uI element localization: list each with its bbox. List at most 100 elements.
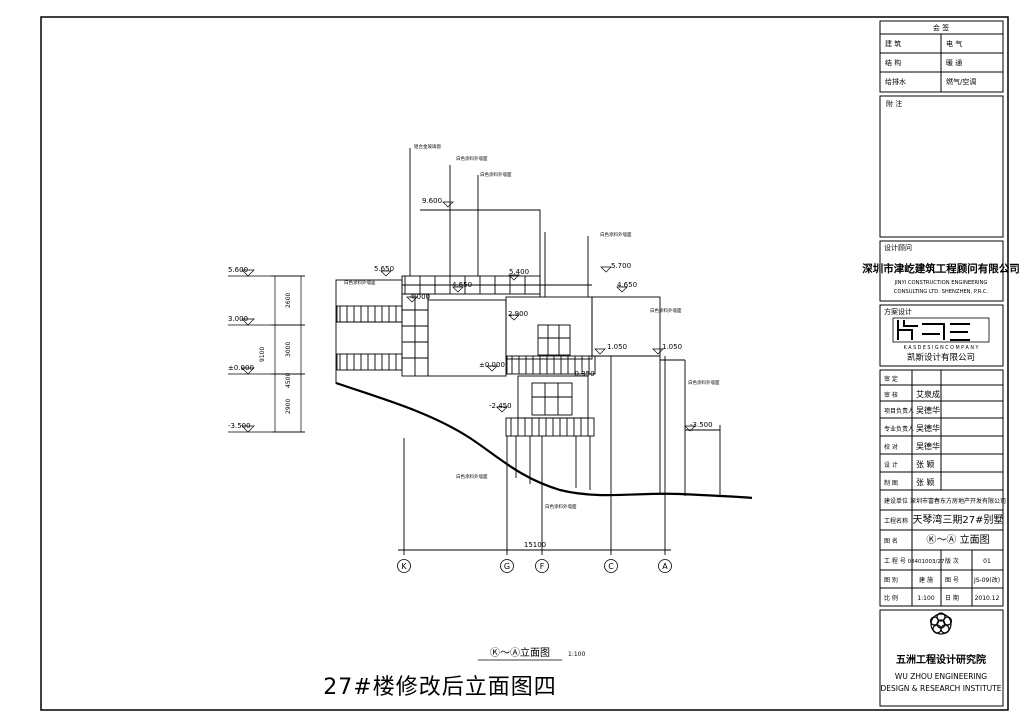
- sign-role-7: 制 图: [884, 479, 898, 487]
- dim-2900: 2900: [285, 399, 292, 414]
- client-name: 深圳市富春东方房地产开发有限公司: [910, 497, 1006, 505]
- scale-value: 1:100: [917, 595, 934, 602]
- title-block-text: 会 签 建 筑 电 气 结 构 暖 通 给排水 燃气/空调 附 注 设计顾问 深…: [862, 23, 1020, 693]
- project-name: 天琴湾三期27#别墅: [912, 513, 1003, 526]
- date-label: 日 期: [945, 594, 959, 602]
- axis-k: K: [401, 562, 407, 571]
- dwg-no-value: JS-09(改): [973, 576, 1000, 584]
- institute-en-1: WU ZHOU ENGINEERING: [895, 672, 987, 681]
- sign-name-5: 吴德华: [916, 441, 940, 451]
- level-5650: 5.650: [374, 265, 394, 273]
- drawing-name: Ⓚ～Ⓐ 立面图: [926, 533, 989, 546]
- project-label: 工程名称: [884, 517, 908, 525]
- dim-2600: 2600: [285, 293, 292, 308]
- sign-role-1: 审 定: [884, 375, 898, 383]
- dim-3000: 3000: [285, 342, 292, 357]
- scheme-label: 方案设计: [884, 307, 912, 316]
- note-paint-8: 白色涂料外墙面: [545, 503, 577, 510]
- kas-company-cn: 凯斯设计有限公司: [907, 352, 975, 363]
- note-glass-window: 铝合金玻璃窗: [414, 143, 441, 150]
- level-mid-0000: ±0.000: [479, 361, 505, 369]
- cs-plumbing: 给排水: [885, 77, 906, 86]
- kas-company-en: K A S D E S I G N C O M P A N Y: [904, 345, 979, 351]
- cs-electrical: 电 气: [946, 39, 962, 48]
- level-4650-a: 4.650: [452, 281, 472, 289]
- ground-line: [335, 381, 753, 500]
- job-no-label: 工 程 号: [884, 557, 906, 565]
- consultant-label: 设计顾问: [884, 243, 912, 252]
- sign-role-4: 专业负责人: [884, 425, 914, 433]
- level-0000: ±0.000: [228, 364, 254, 372]
- level-4000: 4.000: [410, 293, 430, 301]
- note-paint-4: 白色涂料外墙面: [344, 279, 376, 286]
- stage-value: 01: [983, 558, 991, 565]
- level-1050-a: 1.050: [607, 343, 627, 351]
- level-5700: 5.700: [611, 262, 631, 270]
- sign-name-2: 艾泉成: [916, 389, 940, 399]
- dim-total-9100: 9100: [259, 347, 266, 362]
- overall-dimension: 15100: [524, 541, 546, 549]
- drawing-name-label: 图 名: [884, 537, 898, 545]
- level-2900: 2.900: [508, 310, 528, 318]
- consultant-en-1: JINYI CONSTRUCTION ENGINEERING: [894, 280, 988, 286]
- stage-label: 版 次: [945, 557, 959, 565]
- kas-logo: [892, 317, 990, 343]
- category-label: 图 别: [884, 576, 898, 584]
- note-paint-7: 白色涂料外墙面: [456, 473, 488, 480]
- note-paint-6: 白色涂料外墙面: [688, 379, 720, 386]
- note-paint-5: 白色涂料外墙面: [650, 307, 682, 314]
- sign-name-6: 张 颖: [916, 459, 935, 469]
- axis-labels: K G F C A: [401, 562, 668, 571]
- consultant-en-2: CONSULTING LTD. SHENZHEN, P.R.C.: [894, 289, 989, 295]
- level-mid-minus-3500: -3.500: [690, 421, 713, 429]
- sign-name-7: 张 颖: [916, 477, 935, 487]
- mid-level-text: 9.600 5.650 5.400 5.700 4.650 4.650 4.00…: [374, 197, 713, 429]
- left-level-text: 5.600 3.000 ±0.000 -3.500 2600 3000 4500…: [228, 266, 292, 430]
- axis-c: C: [608, 562, 614, 571]
- countersign-heading: 会 签: [933, 23, 949, 32]
- view-label: Ⓚ～Ⓐ立面图: [490, 646, 550, 659]
- level-5600: 5.600: [228, 266, 248, 274]
- level-4650-b: 4.650: [617, 281, 637, 289]
- sign-name-3: 吴德华: [916, 405, 940, 415]
- cs-architecture: 建 筑: [885, 39, 901, 48]
- material-notes: 铝合金玻璃窗 白色涂料外墙面 白色涂料外墙面 白色涂料外墙面 白色涂料外墙面 白…: [344, 143, 720, 510]
- level-9600: 9.600: [422, 197, 442, 205]
- axis-bubbles: [397, 559, 672, 573]
- building-elevation: [335, 148, 721, 555]
- institute-en-2: DESIGN & RESEARCH INSTITUTE: [881, 684, 1002, 693]
- note-paint-2: 白色涂料外墙面: [480, 171, 512, 178]
- axis-f: F: [540, 562, 545, 571]
- sign-role-3: 项目负责人: [884, 407, 914, 415]
- page-title: 27#楼修改后立面图四: [323, 675, 557, 700]
- sign-role-5: 校 对: [884, 443, 898, 451]
- note-paint-3: 白色涂料外墙面: [600, 231, 632, 238]
- view-scale: 1:100: [568, 651, 585, 658]
- cs-structure: 结 构: [885, 58, 901, 67]
- level-minus-0350: -0.350: [572, 370, 595, 378]
- sheet-border: [40, 16, 1009, 711]
- job-no: 08401003/27: [908, 559, 945, 565]
- sign-name-4: 吴德华: [916, 423, 940, 433]
- client-label: 建设单位: [884, 497, 908, 505]
- axis-a: A: [662, 562, 668, 571]
- institute-emblem-icon: [929, 612, 953, 635]
- level-1050-b: 1.050: [662, 343, 682, 351]
- level-5400: 5.400: [509, 268, 529, 276]
- note-paint-1: 白色涂料外墙面: [456, 155, 488, 162]
- title-block: [879, 20, 1004, 707]
- axis-g: G: [504, 562, 510, 571]
- date-value: 2010.12: [975, 595, 1000, 602]
- sign-role-6: 设 计: [884, 461, 898, 469]
- level-minus-2450: -2.450: [489, 402, 512, 410]
- category-value: 建 施: [919, 576, 933, 584]
- consultant-name: 深圳市津屹建筑工程顾问有限公司: [862, 262, 1020, 275]
- level-minus-3500: -3.500: [228, 422, 251, 430]
- sign-role-2: 审 核: [884, 391, 898, 399]
- remarks-heading: 附 注: [886, 99, 902, 108]
- scale-label: 比 例: [884, 594, 898, 602]
- left-level-markers: [228, 269, 305, 433]
- mid-level-markers: [380, 201, 696, 432]
- cs-hvac: 暖 通: [946, 58, 962, 67]
